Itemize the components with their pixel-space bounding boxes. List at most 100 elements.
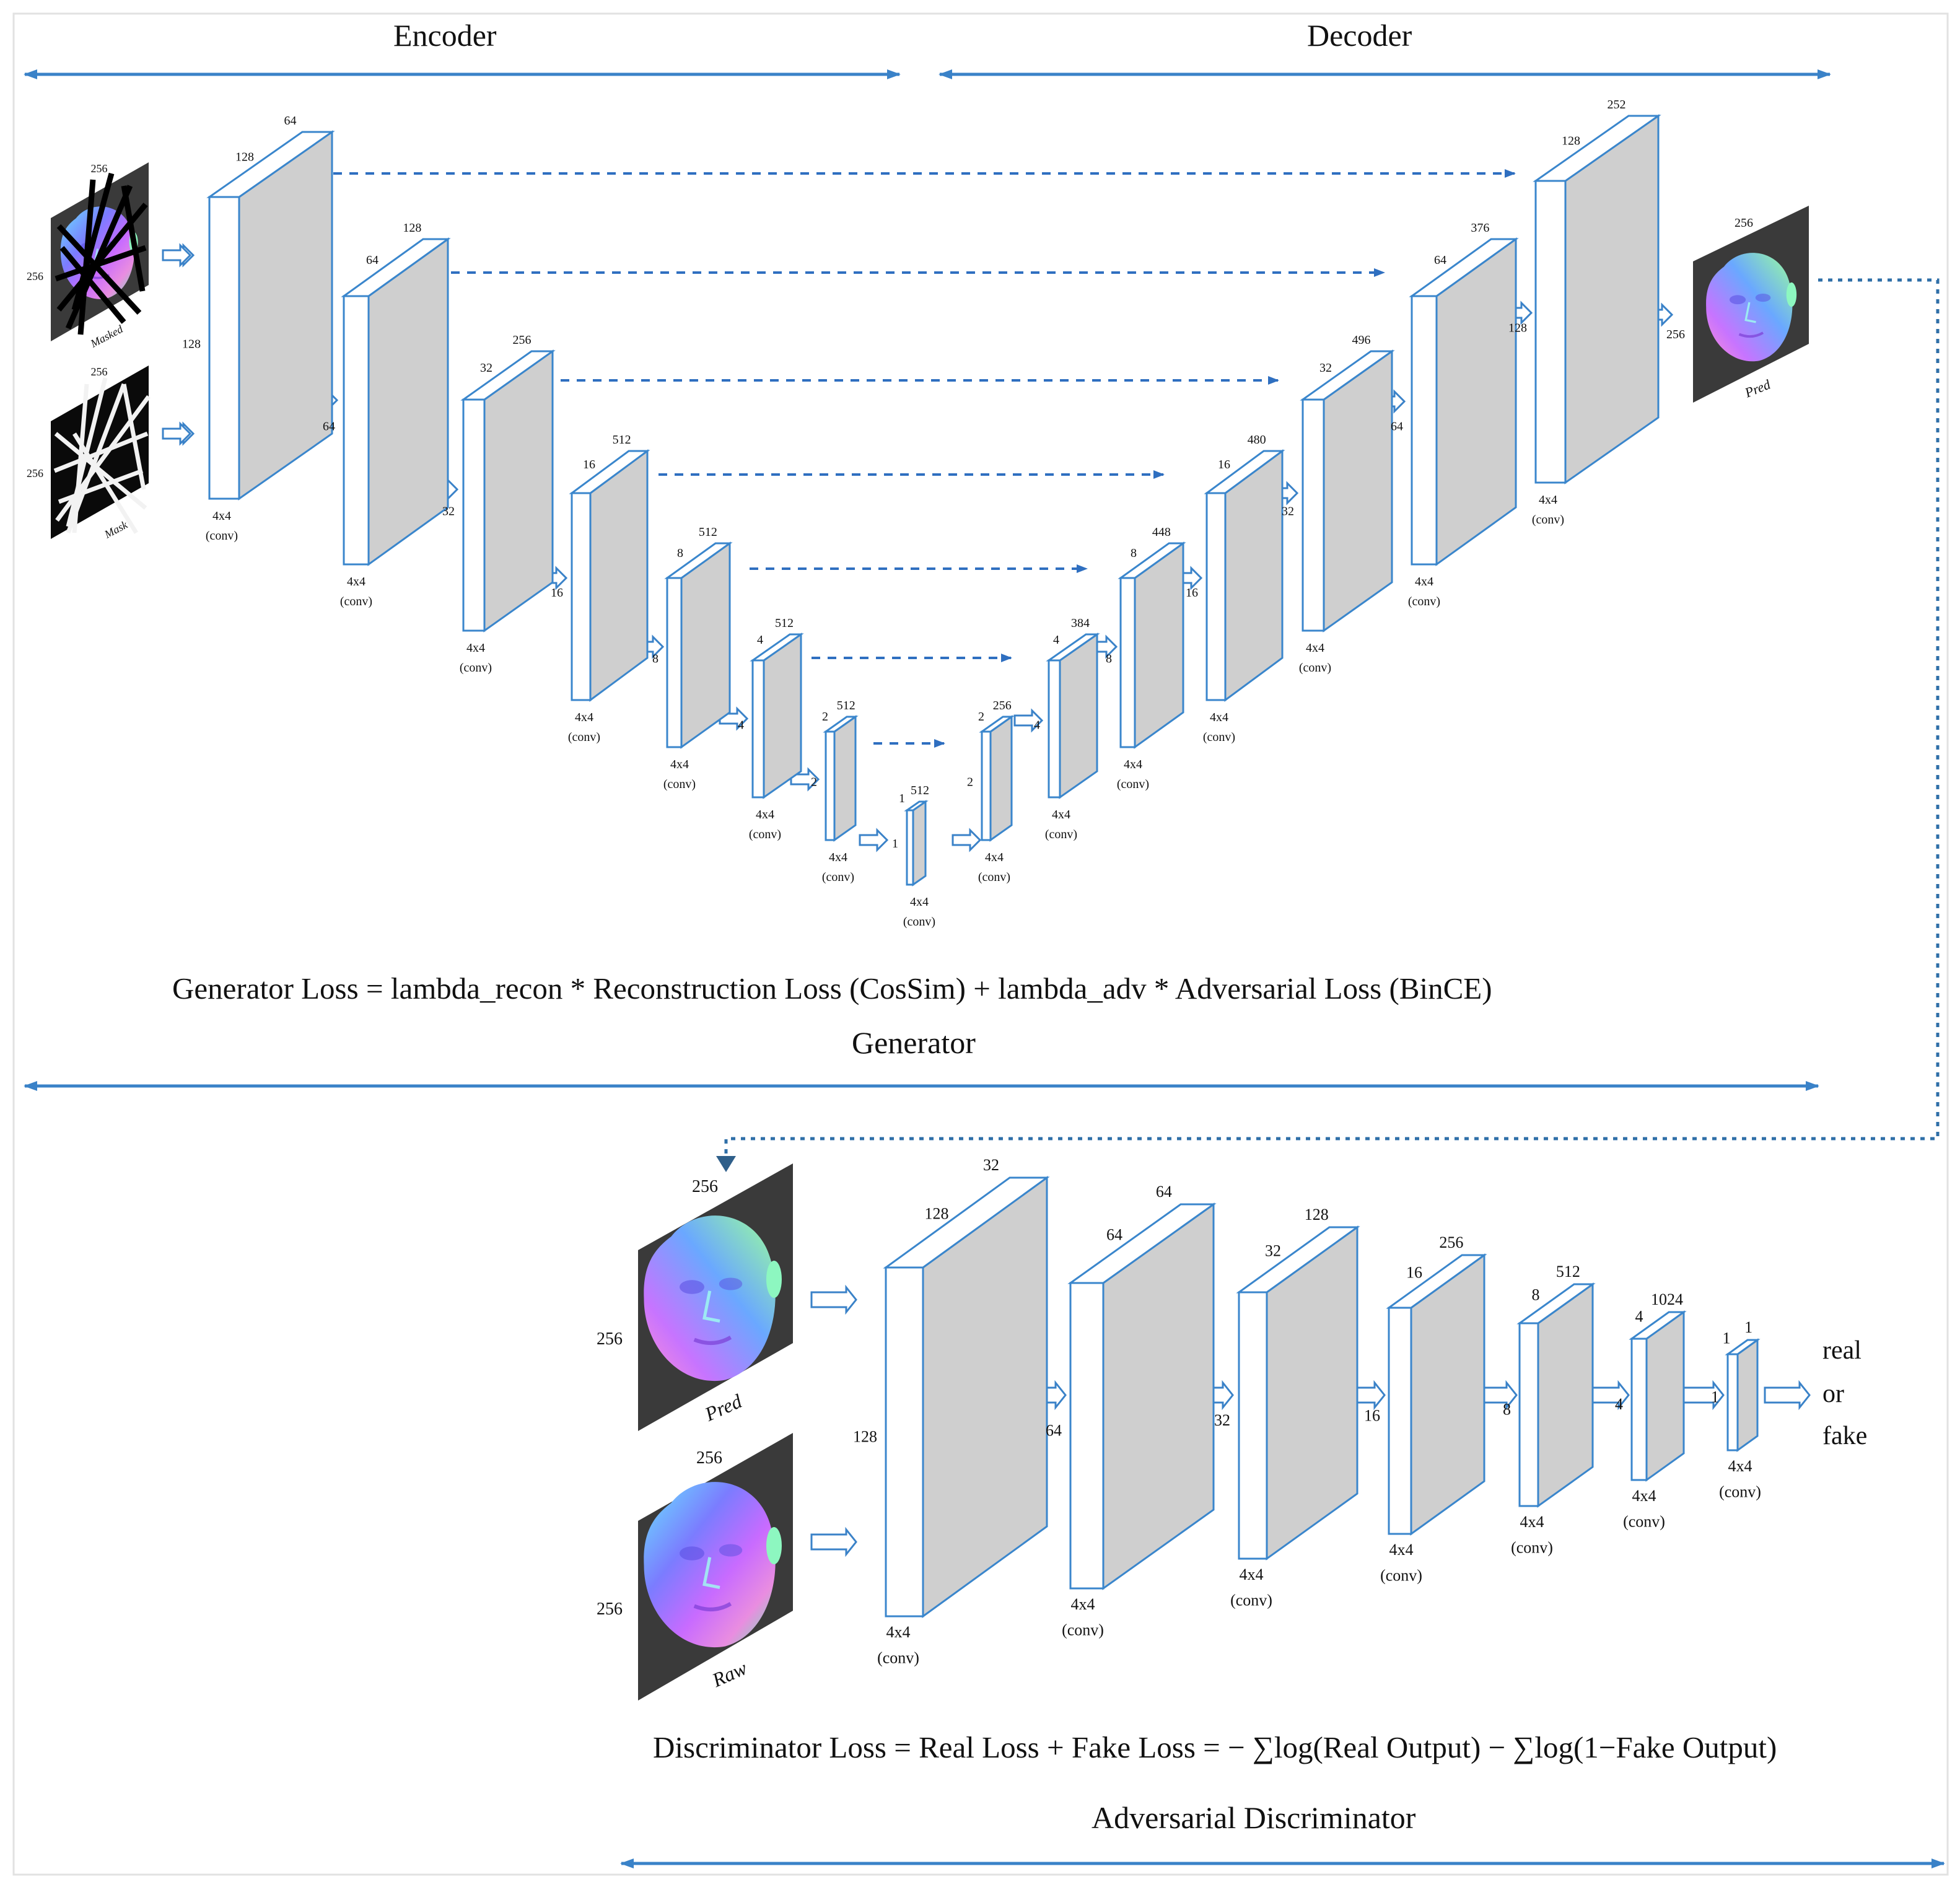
block-width-label: 4	[1635, 1308, 1643, 1326]
decoder-block-1	[979, 715, 1015, 842]
block-height-label: 128	[1508, 322, 1527, 335]
block-front-face	[208, 196, 240, 500]
block-side-face	[1645, 1310, 1685, 1482]
pred-to-discriminator-dotted-line	[724, 278, 1940, 1157]
discriminator-title: Adversarial Discriminator	[1092, 1800, 1416, 1835]
block-front-face	[906, 809, 914, 886]
encoder-block-5	[664, 541, 733, 749]
block-kernel-label: 4x4	[985, 851, 1004, 864]
mask-stroke-black-5	[59, 246, 126, 324]
decoder-block-2	[1046, 633, 1100, 799]
mask-stroke-white-4	[72, 383, 89, 533]
block-conv-label: (conv)	[1380, 1567, 1422, 1585]
block-height-label: 16	[1186, 586, 1198, 600]
block-height-label: 16	[1364, 1407, 1380, 1425]
discriminator-block-7	[1725, 1338, 1761, 1452]
block-conv-label: (conv)	[460, 661, 492, 675]
block-side-face	[1736, 1338, 1759, 1452]
block-front-face	[1518, 1322, 1539, 1507]
block-conv-label: (conv)	[1045, 828, 1077, 841]
block-channels-label: 64	[1156, 1183, 1172, 1201]
block-width-label: 4	[757, 633, 763, 647]
block-height-label: 128	[182, 338, 201, 351]
block-height-label: 32	[442, 505, 455, 519]
output-real-label: real	[1822, 1336, 1862, 1365]
mask-height-label: 256	[27, 467, 43, 479]
block-width-label: 64	[1434, 253, 1446, 267]
face-eye-shadow	[1755, 293, 1771, 302]
block-height-label: 32	[1282, 505, 1294, 519]
block-channels-label: 256	[1439, 1233, 1463, 1251]
block-channels-label: 512	[1556, 1263, 1580, 1281]
block-height-label: 64	[1046, 1422, 1062, 1440]
disc-raw-caption: Raw	[708, 1657, 750, 1692]
block-channels-label: 252	[1608, 98, 1626, 112]
mask-stroke-white-9	[72, 432, 138, 534]
figure-frame	[12, 12, 1949, 1876]
mask-stroke-white-3	[53, 431, 149, 473]
discriminator-block-5	[1516, 1282, 1596, 1508]
block-width-label: 2	[822, 710, 828, 724]
block-kernel-label: 4x4	[1632, 1487, 1656, 1505]
block-height-label: 4	[1615, 1395, 1623, 1413]
encoder-block-2	[341, 237, 451, 566]
disc-pred-face	[644, 1215, 782, 1381]
block-conv-label: (conv)	[1062, 1621, 1104, 1639]
encoder-title: Encoder	[393, 18, 497, 53]
block-kernel-label: 4x4	[1210, 711, 1228, 724]
face-mouth	[693, 1336, 732, 1345]
block-conv-label: (conv)	[1203, 730, 1235, 744]
mask-caption: Mask	[102, 518, 130, 541]
discriminator-flow-arrow-1	[810, 1284, 857, 1315]
discriminator-flow-arrow-9	[1764, 1380, 1811, 1411]
block-channels-label: 1024	[1651, 1290, 1683, 1308]
block-height-label: 2	[967, 776, 973, 789]
block-front-face	[1205, 492, 1227, 701]
block-kernel-label: 4x4	[212, 509, 231, 523]
block-height-label: 64	[323, 420, 335, 434]
block-height-label: 8	[1503, 1401, 1511, 1419]
face-mouth	[1738, 331, 1764, 338]
block-side-face	[1059, 633, 1098, 799]
block-front-face	[1238, 1291, 1268, 1560]
block-width-label: 64	[366, 253, 378, 267]
block-conv-label: (conv)	[1230, 1591, 1272, 1609]
block-front-face	[1302, 398, 1325, 632]
masked-height-label: 256	[27, 270, 43, 282]
block-front-face	[981, 730, 992, 841]
block-height-label: 64	[1391, 420, 1403, 434]
encoder-block-8	[904, 800, 929, 887]
discriminator-block-4	[1386, 1253, 1487, 1536]
block-kernel-label: 4x4	[670, 758, 689, 771]
face-eye-shadow	[719, 1277, 743, 1290]
block-front-face	[1630, 1338, 1648, 1481]
block-channels-label: 448	[1152, 525, 1171, 539]
block-channels-label: 128	[403, 221, 421, 235]
block-side-face	[1224, 449, 1284, 702]
block-side-face	[912, 800, 927, 887]
block-front-face	[1726, 1353, 1739, 1451]
face-eye-shadow	[719, 1544, 743, 1557]
block-front-face	[1534, 180, 1567, 484]
encoder-block-6	[750, 633, 804, 799]
block-side-face	[589, 449, 649, 702]
disc-raw-height-label: 256	[597, 1600, 623, 1619]
mask-width-label: 256	[91, 366, 108, 378]
block-channels-label: 512	[837, 699, 855, 712]
output-fake-label: fake	[1822, 1422, 1868, 1450]
decoder-block-7	[1533, 114, 1661, 484]
block-channels-label: 480	[1248, 433, 1266, 447]
pred-caption: Pred	[1742, 376, 1773, 401]
block-width-label: 8	[1532, 1286, 1540, 1304]
block-kernel-label: 4x4	[1240, 1565, 1264, 1583]
block-height-label: 32	[1214, 1411, 1230, 1429]
block-channels-label: 64	[284, 114, 297, 128]
face-eye-shadow	[680, 1546, 704, 1561]
block-channels-label: 32	[983, 1156, 999, 1174]
block-kernel-label: 4x4	[347, 575, 365, 589]
decoder-block-3	[1118, 541, 1186, 749]
block-channels-label: 128	[1305, 1206, 1329, 1224]
pred-face	[1706, 253, 1797, 362]
block-conv-label: (conv)	[903, 915, 935, 929]
face-nose	[1744, 302, 1756, 323]
